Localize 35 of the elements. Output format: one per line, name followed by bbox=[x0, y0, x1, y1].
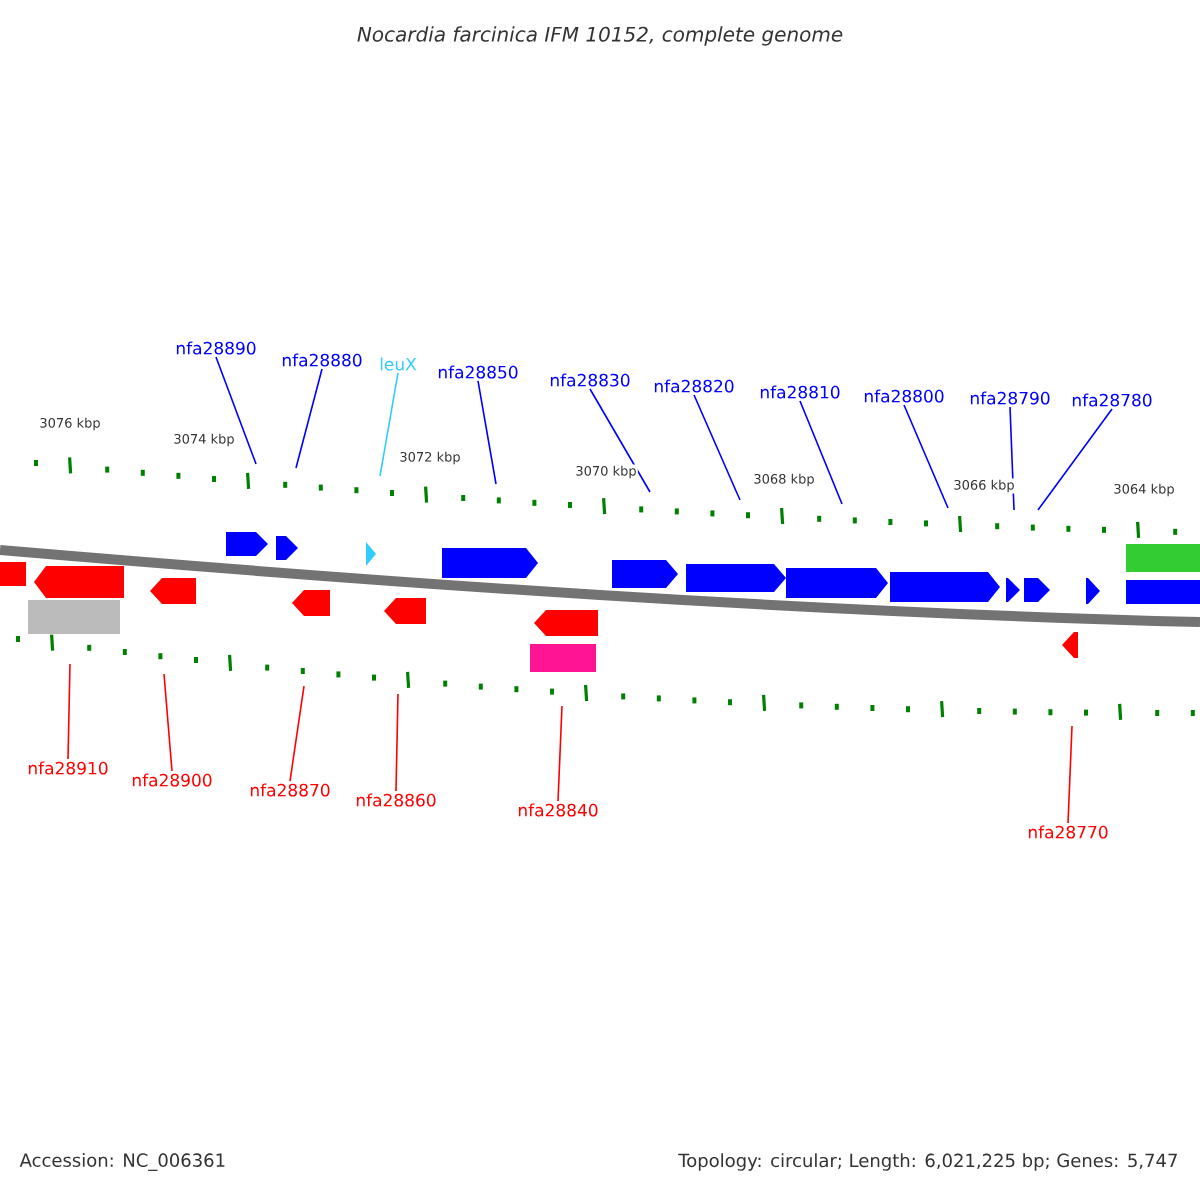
gene-label: nfa28790 bbox=[970, 391, 1050, 405]
title: Nocardia farcinica IFM 10152, complete genome bbox=[357, 26, 843, 46]
leader-line bbox=[289, 685, 305, 782]
leader-line bbox=[589, 388, 651, 493]
leader-line bbox=[295, 368, 323, 469]
footer-text: Accession: NC_006361 bbox=[18, 1151, 228, 1173]
leader-line bbox=[379, 372, 399, 477]
leader-line bbox=[163, 673, 173, 772]
gene-label: nfa28780 bbox=[1072, 393, 1152, 407]
leader-line bbox=[799, 400, 843, 505]
gene-label: nfa28870 bbox=[250, 783, 330, 797]
leader-line bbox=[215, 356, 257, 465]
gene-label: nfa28880 bbox=[282, 353, 362, 367]
gene-label: nfa28770 bbox=[1028, 825, 1108, 839]
gene-label: nfa28830 bbox=[550, 373, 630, 387]
gene-label: nfa28860 bbox=[356, 793, 436, 807]
leader-line bbox=[693, 394, 741, 501]
leader-line bbox=[557, 705, 563, 802]
gene-label: nfa28910 bbox=[28, 761, 108, 775]
leader-line bbox=[903, 404, 949, 509]
gene-label: nfa28820 bbox=[654, 379, 734, 393]
leader-line bbox=[67, 663, 71, 760]
gene-label: nfa28800 bbox=[864, 389, 944, 403]
leader-line bbox=[477, 380, 497, 485]
gene-label: nfa28850 bbox=[438, 365, 518, 379]
gene-label: nfa28840 bbox=[518, 803, 598, 817]
gene-label: nfa28890 bbox=[176, 341, 256, 355]
gene-label: leuX bbox=[380, 357, 417, 371]
gene-label: nfa28810 bbox=[760, 385, 840, 399]
leader-line bbox=[1009, 406, 1015, 511]
leader-line bbox=[1037, 408, 1113, 511]
leader-line bbox=[1067, 725, 1073, 824]
footer-text: Topology: circular; Length: 6,021,225 bp; Genes: 5,747 bbox=[677, 1152, 1180, 1172]
gene-label: nfa28900 bbox=[132, 773, 212, 787]
leader-line bbox=[395, 693, 399, 792]
